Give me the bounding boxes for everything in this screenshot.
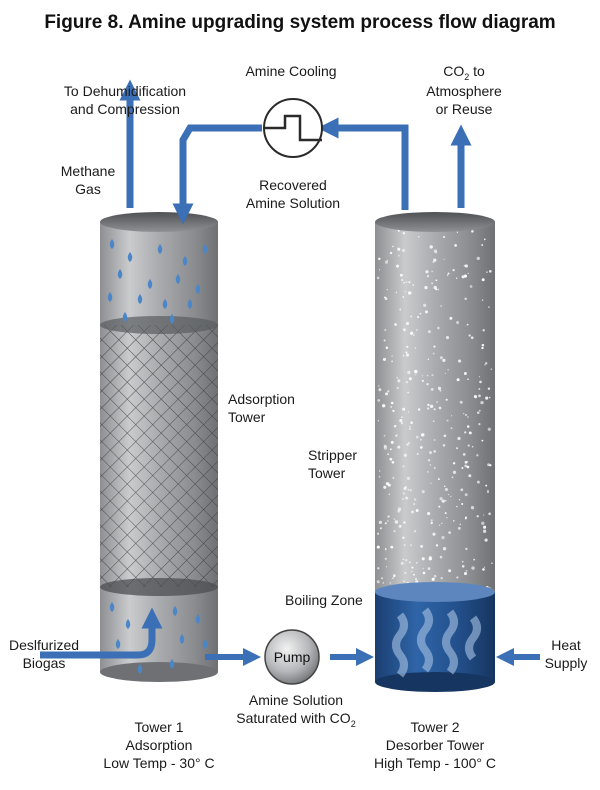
droplet bbox=[195, 614, 201, 624]
heat-line-1: Heat bbox=[551, 637, 581, 653]
adsorption-line-1: Adsorption bbox=[228, 391, 295, 407]
droplet bbox=[137, 664, 143, 674]
diagram-title: Figure 8. Amine upgrading system process… bbox=[44, 12, 555, 33]
droplet bbox=[169, 659, 175, 669]
mesh-packing bbox=[100, 325, 218, 587]
droplet bbox=[115, 639, 121, 649]
amine-saturated-label: Amine Solution Saturated with CO2 bbox=[236, 692, 355, 729]
dehumidification-label: To Dehumidification and Compression bbox=[64, 83, 186, 117]
desulf-line-2: Biogas bbox=[23, 655, 66, 671]
droplet bbox=[117, 269, 123, 279]
tower1-line-1: Tower 1 bbox=[134, 719, 183, 735]
co2-line-2: Atmosphere bbox=[426, 83, 502, 99]
co2-line-3: or Reuse bbox=[436, 101, 493, 117]
droplet bbox=[109, 239, 115, 249]
adsorption-tower-label: Adsorption Tower bbox=[228, 391, 295, 425]
droplet bbox=[195, 284, 201, 294]
amine-cooling-label: Amine Cooling bbox=[245, 63, 336, 79]
droplet bbox=[137, 294, 143, 304]
pump: Pump bbox=[264, 629, 320, 685]
tower2-line-3: High Temp - 100° C bbox=[374, 755, 496, 771]
pump-label: Pump bbox=[274, 649, 311, 665]
amine-cooler-symbol bbox=[263, 98, 323, 158]
droplet bbox=[179, 634, 185, 644]
co2-line-1: CO2 to bbox=[443, 63, 485, 82]
stripper-tower bbox=[375, 212, 495, 692]
tower1-line-3: Low Temp - 30° C bbox=[103, 755, 214, 771]
droplet bbox=[187, 299, 193, 309]
droplet bbox=[162, 299, 168, 309]
co2-label: CO2 to Atmosphere or Reuse bbox=[426, 63, 502, 117]
droplet bbox=[127, 252, 133, 262]
droplet bbox=[202, 639, 208, 649]
heat-waves bbox=[392, 607, 481, 678]
recovered-amine-label: Recovered Amine Solution bbox=[246, 177, 340, 211]
desulfurized-biogas-label: Deslfurized Biogas bbox=[9, 637, 79, 671]
tower1-line-2: Adsorption bbox=[126, 737, 193, 753]
boiling-zone-label: Boiling Zone bbox=[285, 592, 363, 608]
amine-droplets-top bbox=[107, 239, 208, 324]
stripper-tower-label: Stripper Tower bbox=[308, 447, 357, 481]
adsorption-tower bbox=[100, 212, 218, 682]
methane-line-2: Gas bbox=[75, 181, 101, 197]
recovered-line-1: Recovered bbox=[259, 177, 327, 193]
desulf-line-1: Deslfurized bbox=[9, 637, 79, 653]
adsorption-line-2: Tower bbox=[228, 409, 266, 425]
tower1-label: Tower 1 Adsorption Low Temp - 30° C bbox=[103, 719, 214, 771]
methane-line-1: Methane bbox=[61, 163, 116, 179]
droplet bbox=[157, 244, 163, 254]
recovered-amine-to-cooler-arrow bbox=[317, 117, 409, 210]
stripper-line-1: Stripper bbox=[308, 447, 357, 463]
heat-supply-label: Heat Supply bbox=[545, 637, 588, 671]
heat-line-2: Supply bbox=[545, 655, 588, 671]
droplet bbox=[182, 256, 188, 266]
droplet bbox=[107, 292, 113, 302]
droplet bbox=[122, 312, 128, 322]
vapor-speckle bbox=[376, 227, 493, 594]
cooler-to-tower1-arrow bbox=[172, 124, 262, 225]
tower2-line-2: Desorber Tower bbox=[386, 737, 485, 753]
droplet bbox=[147, 279, 153, 289]
amine-sat-line-2: Saturated with CO2 bbox=[236, 710, 355, 729]
amine-sat-line-1: Amine Solution bbox=[249, 692, 343, 708]
methane-gas-label: Methane Gas bbox=[61, 163, 116, 197]
droplet bbox=[202, 244, 208, 254]
tower2-label: Tower 2 Desorber Tower High Temp - 100° … bbox=[374, 719, 496, 771]
droplet bbox=[169, 314, 175, 324]
stripper-line-2: Tower bbox=[308, 465, 346, 481]
recovered-line-2: Amine Solution bbox=[246, 195, 340, 211]
droplet bbox=[175, 274, 181, 284]
dehumid-line-2: and Compression bbox=[70, 101, 180, 117]
tower2-line-1: Tower 2 bbox=[410, 719, 459, 735]
biogas-inlet-arrow bbox=[40, 607, 163, 659]
droplet bbox=[172, 606, 178, 616]
amine-droplets-bottom bbox=[109, 602, 208, 674]
droplet bbox=[109, 602, 115, 612]
dehumid-line-1: To Dehumidification bbox=[64, 83, 186, 99]
droplet bbox=[125, 619, 131, 629]
